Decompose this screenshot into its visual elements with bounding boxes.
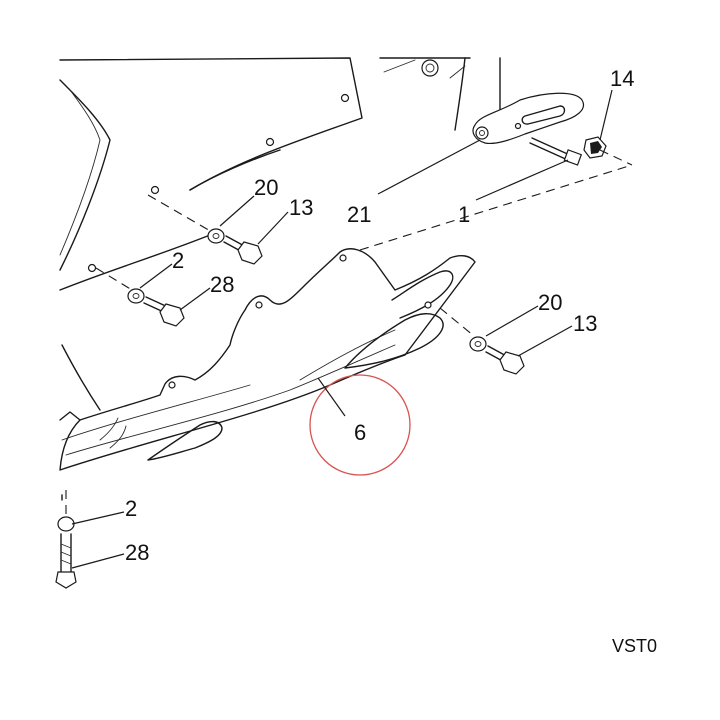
fastener-set-20-13-right (469, 336, 525, 375)
callout-28-left: 28 (210, 272, 234, 297)
bracket-bolt (529, 137, 583, 166)
highlight-circle (309, 374, 411, 476)
callout-2-left: 2 (172, 248, 184, 273)
nut-part-14 (583, 136, 607, 159)
callout-1: 1 (458, 202, 470, 227)
callout-13-right: 13 (573, 311, 597, 336)
lower-cowl-part-6 (59, 248, 476, 471)
lower-panel-lines (61, 344, 101, 501)
callout-6: 6 (354, 420, 366, 445)
bracket-part-21 (472, 92, 584, 145)
fastener-set-2-28-lower (55, 516, 77, 589)
alignment-lines (65, 149, 633, 520)
callout-21: 21 (347, 202, 371, 227)
leader-lines (71, 89, 613, 569)
frame-area (379, 57, 501, 131)
callout-2-lower: 2 (125, 496, 137, 521)
fastener-set-2-28-left (127, 288, 185, 327)
reference-code: VST0 (612, 636, 657, 656)
callout-20-upper: 20 (254, 175, 278, 200)
callout-14: 14 (610, 66, 634, 91)
callout-13-upper: 13 (289, 195, 313, 220)
callout-20-right: 20 (538, 290, 562, 315)
fastener-set-20-13-upper (207, 228, 263, 265)
fairing-outline (59, 57, 363, 291)
callout-28-lower: 28 (125, 540, 149, 565)
